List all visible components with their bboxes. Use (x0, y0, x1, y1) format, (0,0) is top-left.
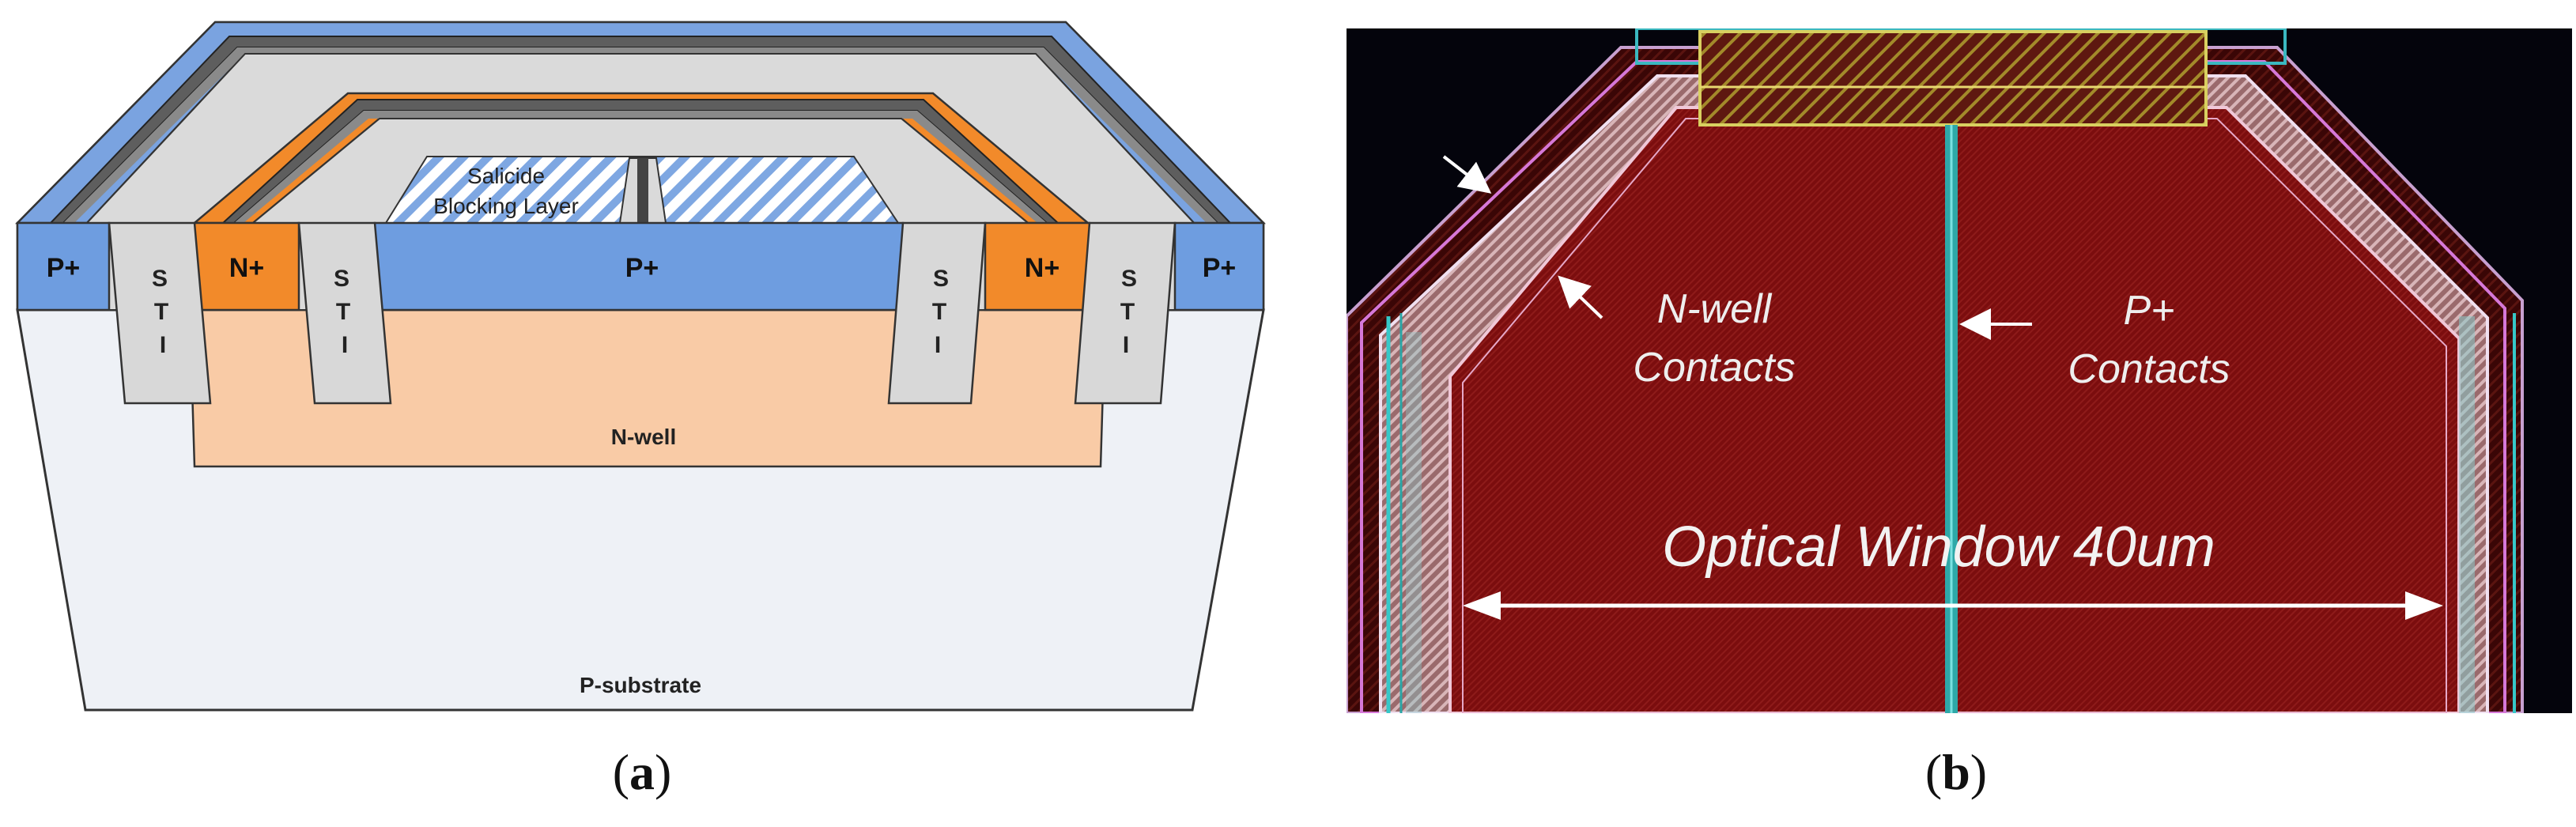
label-nwell-contacts-line2: Contacts (1633, 345, 1795, 391)
sti-letter: S (334, 266, 349, 292)
sti-letter: T (336, 299, 350, 325)
label-optical-window: Optical Window 40um (1662, 515, 2215, 579)
sti-letter: I (342, 332, 348, 358)
p-plus-center-region (373, 221, 905, 312)
caption-a-close: ) (655, 744, 671, 800)
label-p-substrate: P-substrate (580, 673, 701, 697)
panel-b-layout: N-well Contacts P+ Contacts Optical Wind… (1347, 28, 2572, 800)
caption-a-open: ( (613, 744, 629, 800)
caption-b-letter: b (1942, 744, 1970, 800)
n-plus-right-region (984, 221, 1091, 312)
top-contact-bar (1698, 30, 2208, 127)
dimension-arrow-left (1463, 591, 1501, 620)
label-n-well: N-well (611, 425, 676, 449)
sti-2-label: S T I (334, 266, 350, 358)
caption-b-close: ) (1970, 744, 1987, 800)
caption-a-letter: a (629, 744, 655, 800)
p-plus-left-region (16, 221, 111, 312)
sti-letter: S (933, 266, 949, 292)
sti-letter: S (152, 266, 168, 292)
sti-4-label: S T I (1120, 266, 1137, 358)
label-p-plus-center: P+ (625, 253, 659, 283)
label-p-plus-left: P+ (47, 253, 81, 283)
label-n-plus-right: N+ (1025, 253, 1059, 283)
sti-4 (1074, 221, 1177, 405)
label-pplus-contacts-line2: Contacts (2068, 346, 2230, 392)
sti-letter: I (1123, 332, 1129, 358)
arrow-nwell-contacts (1558, 275, 1603, 319)
sti-letter: T (1120, 299, 1135, 325)
label-nwell-contacts-line1: N-well (1657, 286, 1773, 332)
sti-letter: T (932, 299, 946, 325)
label-salicide-line1: Salicide (467, 164, 545, 188)
caption-b-open: ( (1925, 744, 1942, 800)
center-contact-core (637, 158, 648, 223)
caption-b: (b) (1925, 744, 1987, 800)
sti-letter: I (935, 332, 941, 358)
sti-3 (887, 221, 987, 405)
caption-a: (a) (613, 744, 672, 800)
panel-a-cross-section: P+ N+ P+ N+ P+ S T I S T I S T I S T I S… (15, 21, 1266, 800)
arrow-outer-ring (1442, 155, 1492, 194)
sti-letter: I (160, 332, 166, 358)
sti-letter: T (154, 299, 168, 325)
sti-2 (297, 221, 392, 405)
left-contact-strip (1406, 332, 1422, 713)
sti-letter: S (1121, 266, 1137, 292)
label-pplus-contacts-line1: P+ (2123, 288, 2174, 334)
dimension-arrow-right (2405, 591, 2443, 620)
sti-1 (108, 221, 212, 405)
right-contact-strip (2459, 316, 2475, 713)
label-salicide-line2: Blocking Layer (433, 194, 579, 218)
sti-1-label: S T I (152, 266, 168, 358)
inner-pink-outline (1462, 118, 2447, 713)
label-n-plus-left: N+ (229, 253, 264, 283)
sti-3-label: S T I (932, 266, 949, 358)
label-p-plus-right: P+ (1203, 253, 1237, 283)
p-plus-right-region (1173, 221, 1265, 312)
